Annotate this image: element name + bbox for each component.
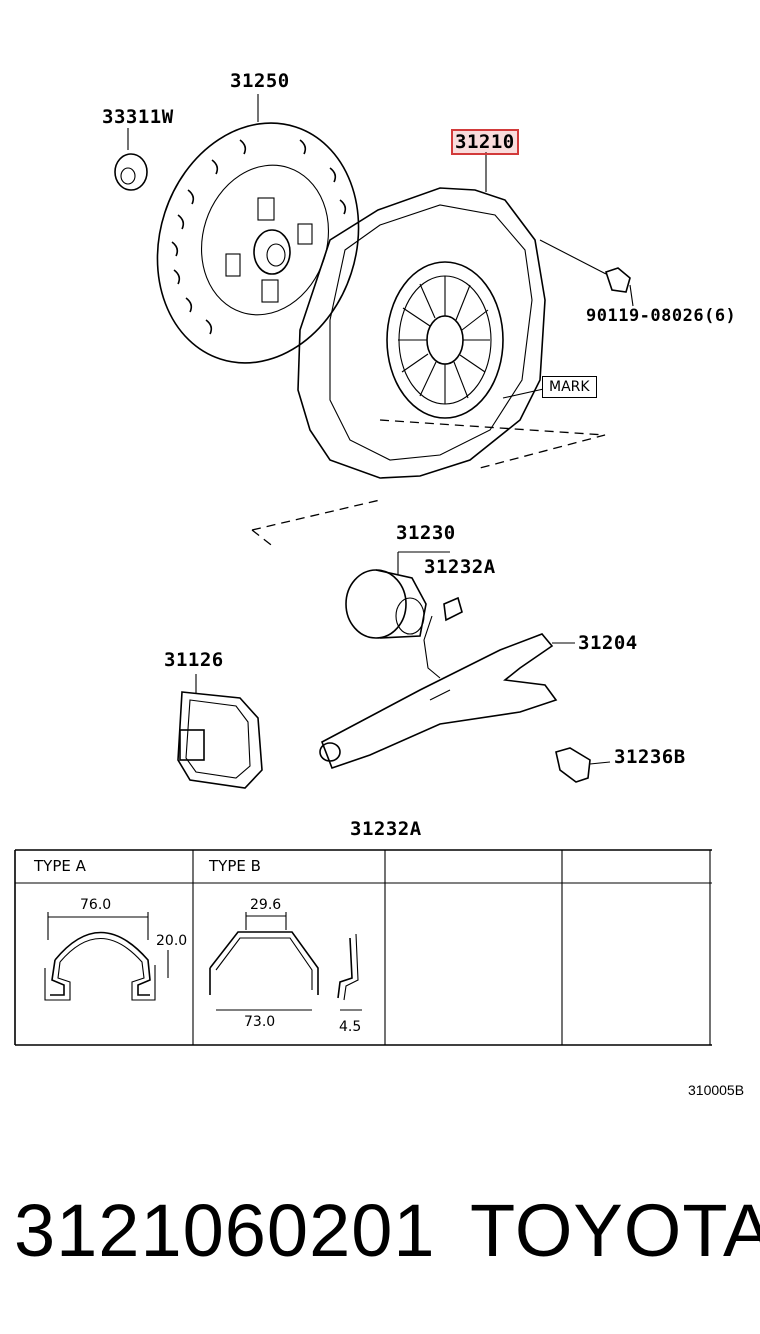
footer-brand: TOYOTA	[470, 1189, 760, 1272]
bolt-drawing	[539, 239, 634, 307]
dim-b-bottom: 73.0	[244, 1014, 276, 1030]
table-title-31232a: 31232A	[350, 818, 422, 840]
label-33311w: 33311W	[102, 106, 174, 128]
dim-b-side: 4.5	[339, 1019, 362, 1035]
release-fork-drawing	[319, 633, 575, 770]
dashed-guide-2	[251, 499, 381, 549]
dim-a-height: 20.0	[156, 933, 188, 949]
release-bearing-drawing	[345, 551, 463, 679]
label-31232a: 31232A	[424, 556, 496, 578]
pivot-stud-drawing	[555, 747, 611, 783]
label-31126: 31126	[164, 649, 224, 671]
diagram-code: 310005B	[688, 1082, 745, 1098]
type-b-clip-drawing	[209, 912, 362, 1011]
mark-label: MARK	[542, 376, 597, 398]
label-31210-highlighted: 31210	[451, 129, 519, 155]
type-a-header: TYPE A	[34, 857, 86, 875]
label-31204: 31204	[578, 632, 638, 654]
label-31236b: 31236B	[614, 746, 686, 768]
label-31230: 31230	[396, 522, 456, 544]
boot-drawing	[177, 674, 263, 789]
label-31250: 31250	[230, 70, 290, 92]
clutch-disc-drawing	[156, 94, 360, 364]
footer-part-number: 3121060201	[14, 1189, 436, 1272]
dashed-guide-1	[379, 419, 606, 469]
clutch-cover-drawing	[297, 152, 549, 479]
type-b-header: TYPE B	[209, 857, 261, 875]
dim-b-top: 29.6	[250, 897, 282, 913]
dim-a-width: 76.0	[80, 897, 112, 913]
label-90119: 90119-08026(6)	[586, 306, 737, 326]
pilot-bearing-drawing	[114, 128, 148, 191]
clip-table-frame	[14, 849, 712, 1046]
type-a-clip-drawing	[44, 912, 169, 1001]
